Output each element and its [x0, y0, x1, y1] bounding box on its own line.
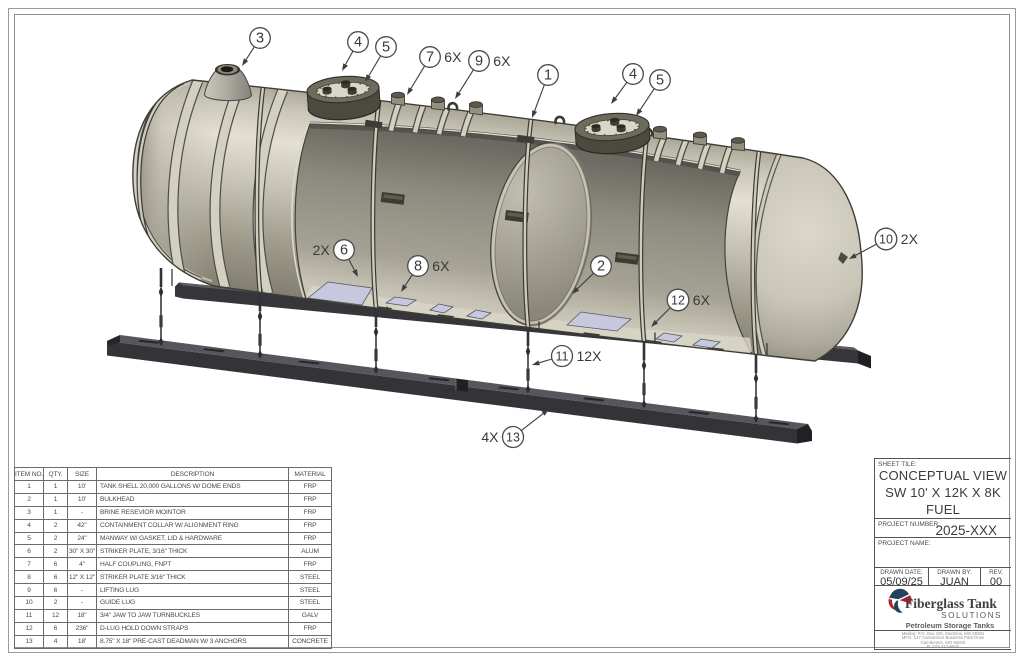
svg-text:4: 4 — [629, 67, 637, 83]
svg-text:5: 5 — [656, 73, 664, 89]
svg-text:7: 7 — [426, 50, 434, 66]
svg-text:6: 6 — [340, 243, 348, 259]
svg-text:2X: 2X — [901, 231, 919, 247]
svg-text:11: 11 — [556, 350, 569, 364]
svg-text:1: 1 — [544, 68, 552, 84]
svg-text:9: 9 — [475, 54, 483, 70]
svg-text:3: 3 — [256, 31, 264, 47]
svg-text:6X: 6X — [493, 53, 511, 69]
svg-text:6X: 6X — [444, 49, 462, 65]
svg-text:6X: 6X — [432, 258, 450, 274]
svg-text:5: 5 — [382, 40, 390, 56]
svg-text:12: 12 — [671, 294, 685, 308]
svg-text:6X: 6X — [693, 292, 711, 308]
svg-text:4: 4 — [354, 35, 362, 51]
svg-text:13: 13 — [506, 431, 520, 445]
svg-text:10: 10 — [879, 233, 893, 247]
svg-text:8: 8 — [414, 259, 422, 275]
svg-text:4X: 4X — [481, 429, 499, 445]
svg-text:2: 2 — [597, 259, 605, 275]
svg-text:2X: 2X — [313, 242, 331, 258]
svg-text:12X: 12X — [577, 348, 603, 364]
